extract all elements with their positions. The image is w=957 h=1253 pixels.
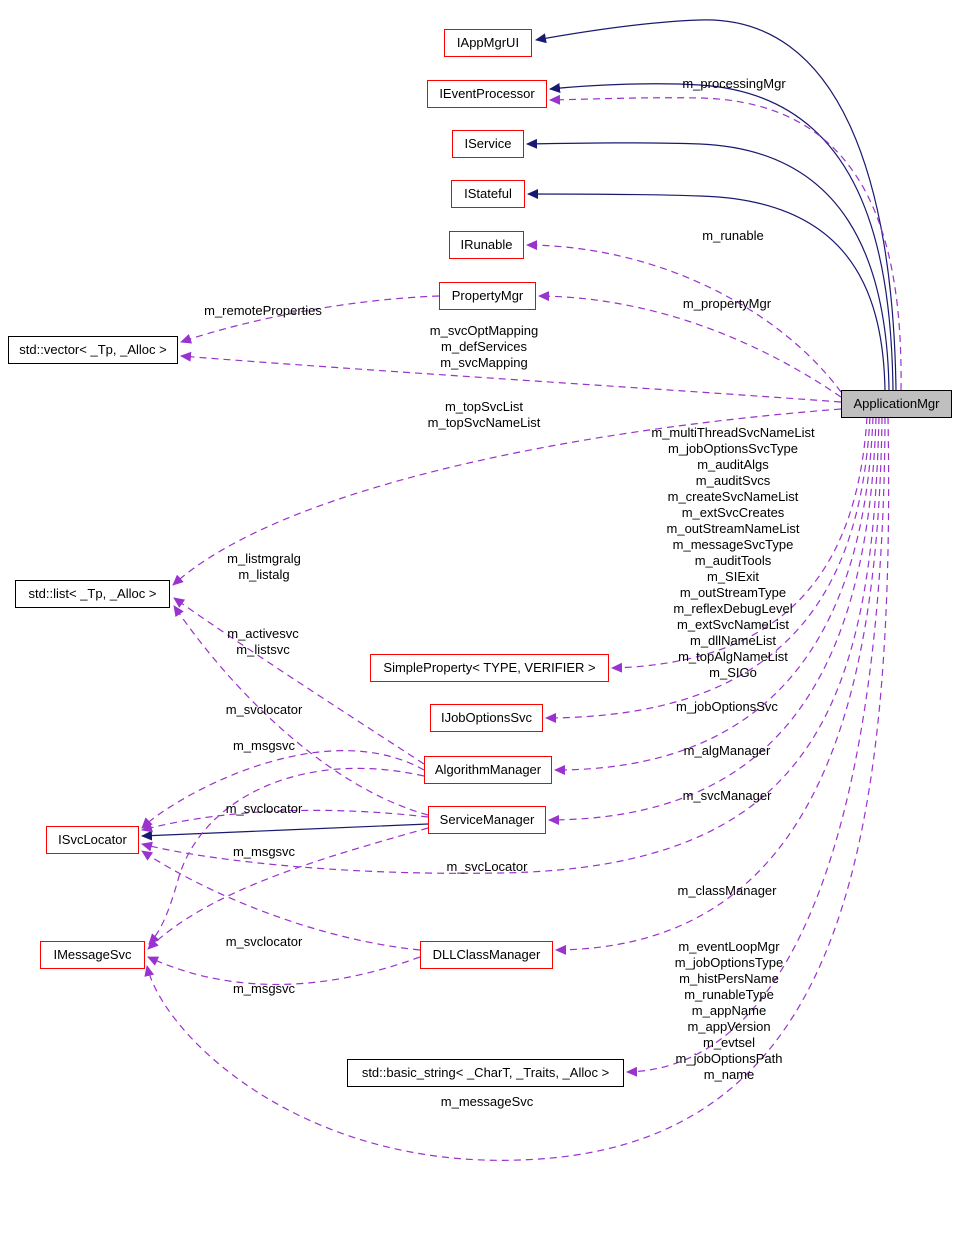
edge-use-remoteproperties <box>180 295 440 344</box>
node-imessagesvc[interactable]: IMessageSvc <box>40 941 145 969</box>
node-applicationmgr: ApplicationMgr <box>841 390 952 418</box>
edge-inherit-iappmgrui <box>535 19 897 391</box>
node-iservice[interactable]: IService <box>452 130 524 158</box>
node-servicemanager[interactable]: ServiceManager <box>428 806 546 834</box>
edge-inherit-isvclocator <box>141 823 429 841</box>
edge-inherit-istateful <box>527 189 886 391</box>
edge-label-remoteproperties: m_remoteProperties <box>204 303 322 318</box>
edge-label-msgsvc-alg: m_msgsvc <box>232 738 296 753</box>
node-algorithmmanager[interactable]: AlgorithmManager <box>424 756 552 784</box>
node-iappmgrui[interactable]: IAppMgrUI <box>444 29 532 57</box>
edge-use-strings <box>626 416 886 1077</box>
node-dllclassmanager[interactable]: DLLClassManager <box>420 941 553 969</box>
edge-label-classmanager: m_classManager <box>677 883 777 898</box>
edge-use-msgsvc-dllmgr <box>147 956 421 986</box>
edge-use-svcmanager <box>548 416 877 825</box>
edge-label-messagesvc: m_messageSvc <box>440 1094 534 1109</box>
edge-label-svclocator-svcmgr: m_svclocator <box>225 801 303 816</box>
edge-use-topsvclist <box>172 408 842 586</box>
node-isvclocator[interactable]: ISvcLocator <box>46 826 139 854</box>
edge-label-svclocator-alg: m_svclocator <box>225 702 303 717</box>
edge-use-activesvc <box>173 605 429 816</box>
node-ieventprocessor[interactable]: IEventProcessor <box>427 80 547 108</box>
node-std-list: std::list< _Tp, _Alloc > <box>15 580 170 608</box>
edge-label-processingmgr: m_processingMgr <box>682 76 786 91</box>
edge-use-listalg <box>173 597 425 765</box>
edge-label-svclocator-appmgr: m_svcLocator <box>446 859 528 874</box>
edge-use-runable <box>526 240 842 393</box>
node-simpleproperty[interactable]: SimpleProperty< TYPE, VERIFIER > <box>370 654 609 682</box>
edge-use-svclocator-appmgr <box>141 416 880 874</box>
node-propertymgr[interactable]: PropertyMgr <box>439 282 536 310</box>
edge-label-runable: m_runable <box>702 228 764 243</box>
edge-inherit-ieventprocessor <box>549 83 894 391</box>
edge-label-joboptionssvc: m_jobOptionsSvc <box>676 699 778 714</box>
edge-use-propertymgr <box>538 291 842 398</box>
edge-label-listmgralg: m_listmgralg m_listalg <box>227 551 301 582</box>
edge-use-svclocator-algmgr <box>141 750 425 829</box>
node-istateful[interactable]: IStateful <box>451 180 525 208</box>
edge-use-messagesvc-appmgr <box>144 416 890 1161</box>
edge-use-msgsvc-svcmgr <box>147 827 429 950</box>
edge-label-propertymgr: m_propertyMgr <box>682 296 772 311</box>
edge-use-classmanager <box>555 416 883 955</box>
edge-use-algmanager <box>554 416 874 775</box>
edge-label-svclocator-dll: m_svclocator <box>225 934 303 949</box>
node-irunable[interactable]: IRunable <box>449 231 524 259</box>
edge-use-svcoptmapping <box>180 351 842 403</box>
edge-label-property-group: m_multiThreadSvcNameList m_jobOptionsSvc… <box>651 425 815 680</box>
node-std-basic-string: std::basic_string< _CharT, _Traits, _All… <box>347 1059 624 1087</box>
node-std-vector: std::vector< _Tp, _Alloc > <box>8 336 178 364</box>
edge-label-msgsvc-svcmgr: m_msgsvc <box>232 844 296 859</box>
edge-label-topsvclist: m_topSvcList m_topSvcNameList <box>427 399 541 430</box>
edge-label-svcoptmapping: m_svcOptMapping m_defServices m_svcMappi… <box>429 323 539 370</box>
edge-label-svcmanager: m_svcManager <box>682 788 772 803</box>
edge-label-activesvc: m_activesvc m_listsvc <box>227 626 299 657</box>
edge-use-svclocator-dllmgr <box>141 850 421 951</box>
edge-use-processingmgr <box>549 94 902 391</box>
edge-inherit-iservice <box>526 138 890 391</box>
edge-label-msgsvc-dll: m_msgsvc <box>232 981 296 996</box>
edge-label-algmanager: m_algManager <box>683 743 771 758</box>
node-ijoboptionssvc[interactable]: IJobOptionsSvc <box>430 704 543 732</box>
edge-use-joboptionssvc <box>545 416 871 723</box>
edge-label-string-group: m_eventLoopMgr m_jobOptionsType m_histPe… <box>674 939 784 1082</box>
edge-use-msgsvc-algmgr <box>148 767 425 945</box>
